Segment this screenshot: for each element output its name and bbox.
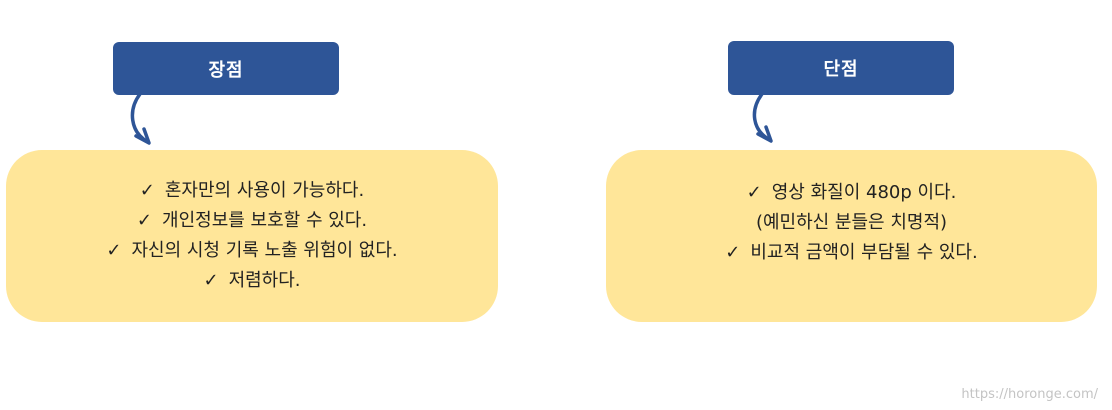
check-icon: ✓ [203,270,219,291]
check-icon: ✓ [106,240,122,261]
pros-title: 장점 [208,59,244,81]
pros-item: ✓ 저렴하다. [203,266,300,296]
check-icon: ✓ [139,180,155,201]
cons-header: 단점 [728,41,954,95]
cons-item-text: (예민하신 분들은 치명적) [755,212,948,233]
cons-item: ✓ 비교적 금액이 부담될 수 있다. [725,238,977,268]
cons-item-text: 영상 화질이 480p 이다. [771,182,957,203]
pros-item: ✓ 개인정보를 보호할 수 있다. [137,206,367,236]
pros-item: ✓ 혼자만의 사용이 가능하다. [140,176,364,206]
pros-box: ✓ 혼자만의 사용이 가능하다. ✓ 개인정보를 보호할 수 있다. ✓ 자신의 시청… [6,150,498,322]
check-icon: ✓ [746,182,762,203]
cons-item-note: (예민하신 분들은 치명적) [756,208,947,238]
cons-item: ✓ 영상 화질이 480p 이다. [747,178,957,208]
cons-title: 단점 [823,59,859,80]
cons-box: ✓ 영상 화질이 480p 이다. (예민하신 분들은 치명적) ✓ 비교적 금액이… [606,150,1097,322]
pros-item-text: 혼자만의 사용이 가능하다. [164,180,365,201]
watermark: https://horonge.com/ [961,387,1098,402]
cons-item-text: 비교적 금액이 부담될 수 있다. [750,242,978,263]
check-icon: ✓ [725,242,741,263]
pros-item-text: 자신의 시청 기록 노출 위험이 없다. [131,240,398,261]
cons-arrow-icon [752,92,773,143]
check-icon: ✓ [136,210,153,231]
pros-item-text: 개인정보를 보호할 수 있다. [162,210,368,231]
pros-item: ✓ 자신의 시청 기록 노출 위험이 없다. [106,236,397,266]
pros-arrow-icon [130,92,151,145]
pros-header: 장점 [113,42,339,95]
pros-item-text: 저렴하다. [228,270,301,291]
